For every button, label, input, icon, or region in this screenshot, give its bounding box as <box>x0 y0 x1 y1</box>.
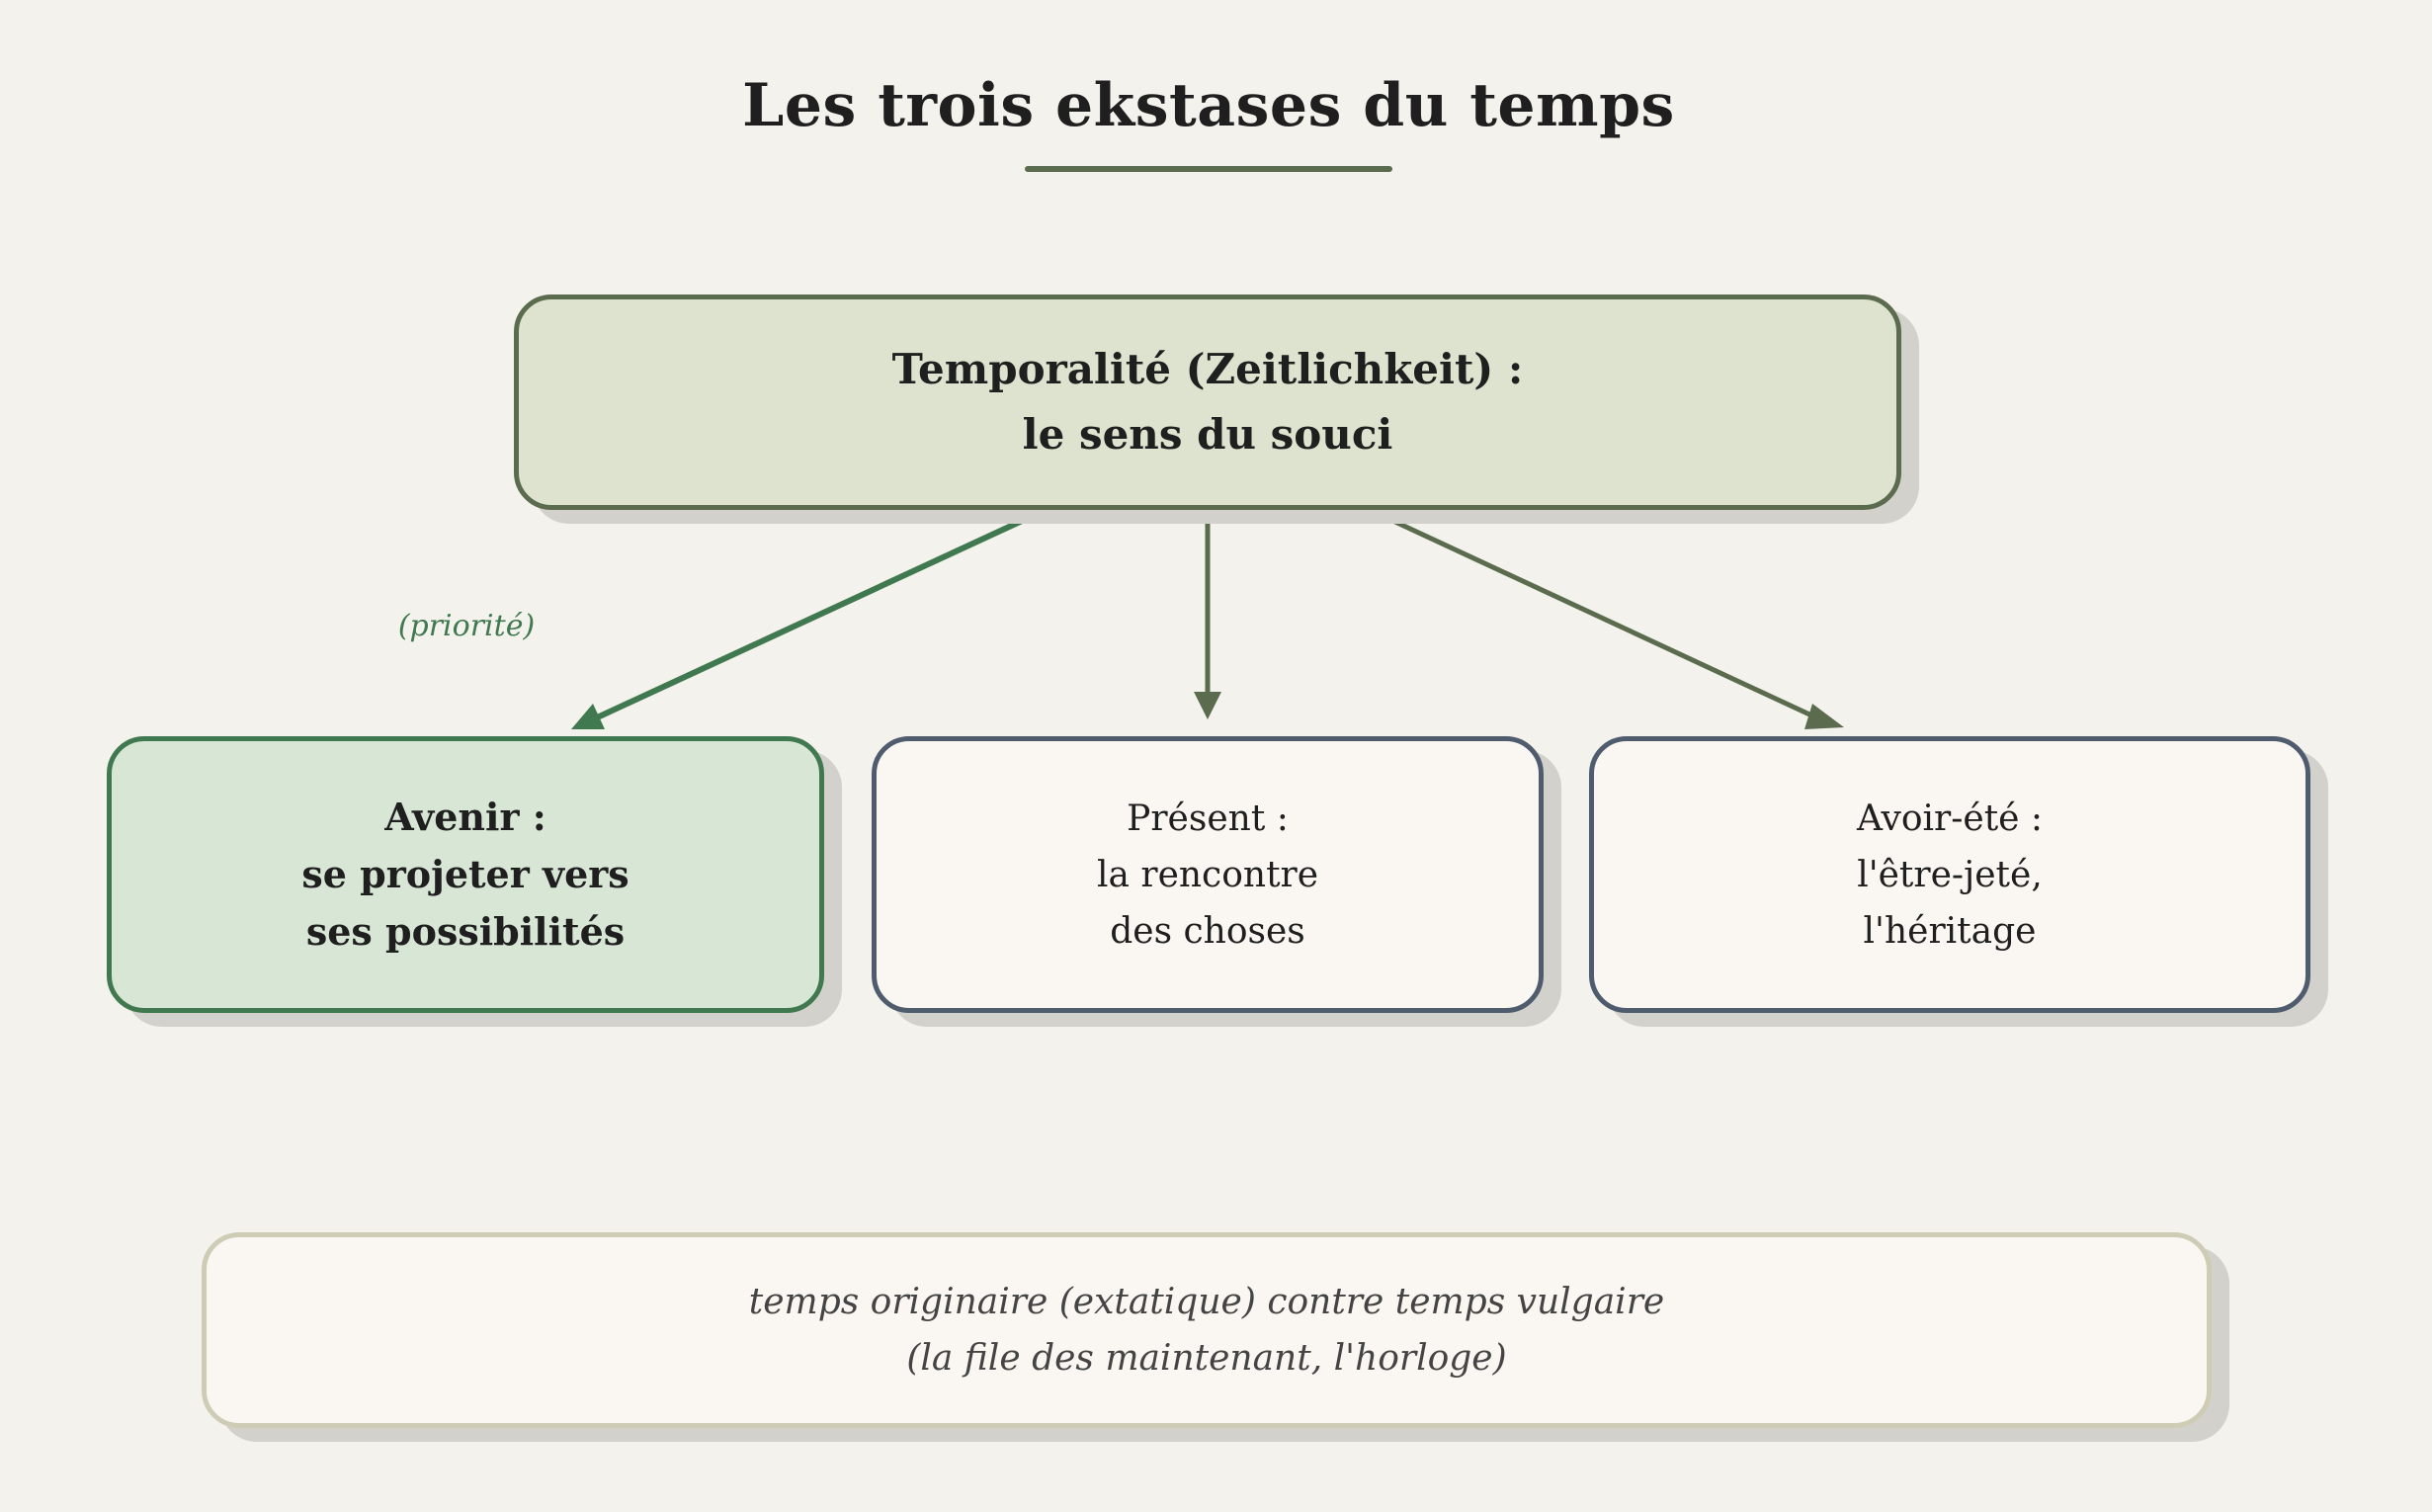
title-underline <box>1025 166 1392 172</box>
avenir-node-text: Avenir : se projeter vers ses possibilit… <box>301 795 629 954</box>
time-contrast-note-text: temps originaire (extatique) contre temp… <box>748 1282 1665 1379</box>
time-contrast-note: temps originaire (extatique) contre temp… <box>202 1232 2212 1428</box>
priority-label: (priorité) <box>397 609 536 643</box>
present-node: Présent : la rencontre des choses <box>872 736 1544 1013</box>
arrowhead-present <box>1194 692 1221 719</box>
arrow-to-avoir-ete <box>1368 507 1822 722</box>
avenir-node: Avenir : se projeter vers ses possibilit… <box>107 736 824 1013</box>
diagram-title: Les trois ekstases du temps <box>742 71 1675 140</box>
temporality-node: Temporalité (Zeitlichkeit) : le sens du … <box>514 294 1901 510</box>
avoir-ete-node: Avoir-été : l'être-jeté, l'héritage <box>1589 736 2310 1013</box>
present-node-text: Présent : la rencontre des choses <box>1096 798 1319 952</box>
arrowhead-avoir-ete <box>1804 704 1844 729</box>
avoir-ete-node-text: Avoir-été : l'être-jeté, l'héritage <box>1856 798 2044 952</box>
arrow-to-avenir <box>591 507 1048 722</box>
arrowhead-avenir <box>571 704 605 729</box>
temporality-node-text: Temporalité (Zeitlichkeit) : le sens du … <box>891 345 1524 459</box>
